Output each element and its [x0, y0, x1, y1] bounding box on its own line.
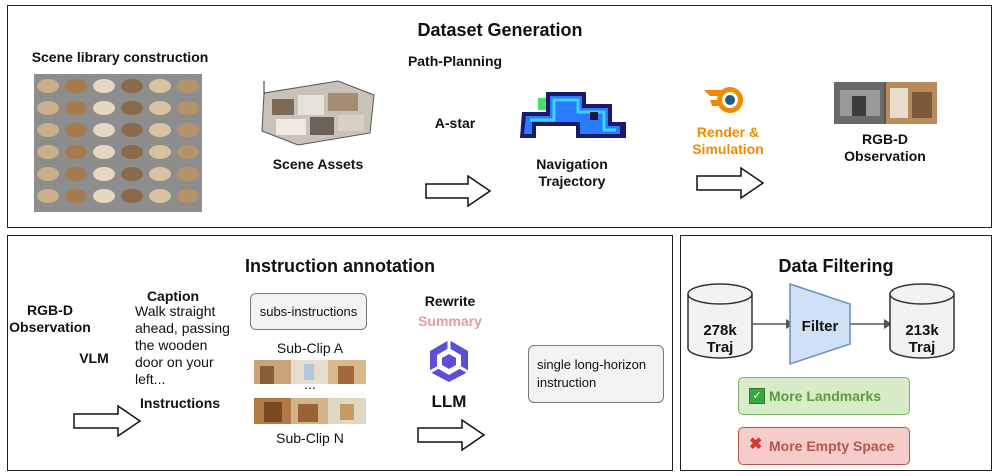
scene-thumbnail: [65, 79, 87, 93]
cross-icon: ✖: [749, 436, 763, 453]
scene-thumbnail: [177, 145, 199, 159]
scene-thumbnail: [177, 79, 199, 93]
scene-thumbnail: [93, 79, 115, 93]
sub-clip-a-frames: [254, 360, 366, 384]
scene-thumbnail: [65, 101, 87, 115]
vlm-label: VLM: [79, 350, 109, 366]
scene-thumbnail: [37, 167, 59, 181]
render-simulation-label: Render & Simulation: [692, 124, 764, 157]
arrow-to-long-horizon: [417, 418, 486, 452]
scene-thumbnail: [93, 123, 115, 137]
more-empty-space-label: More Empty Space: [769, 438, 895, 454]
scene-thumbnail: [37, 145, 59, 159]
rewrite-label: Rewrite: [424, 293, 476, 309]
scene-thumbnail: [149, 79, 171, 93]
scene-thumbnail: [177, 189, 199, 203]
arrow-to-astar: [425, 174, 492, 208]
more-landmarks-label: More Landmarks: [769, 388, 882, 404]
scene-thumbnail: [149, 123, 171, 137]
scene-library-image: [34, 74, 202, 212]
astar-label: A-star: [434, 115, 476, 131]
instructions-label: Instructions: [139, 395, 221, 411]
dataset-generation-title: Dataset Generation: [417, 20, 583, 40]
arrow-to-output: [850, 319, 892, 329]
sub-clip-a-label: Sub-Clip A: [276, 340, 344, 356]
long-horizon-text: single long-horizon instruction: [537, 357, 647, 390]
output-count-label: 213k Traj: [905, 322, 939, 356]
scene-thumbnail: [93, 145, 115, 159]
scene-thumbnail: [177, 167, 199, 181]
scene-library-grid: [37, 79, 199, 203]
scene-thumbnail: [121, 189, 143, 203]
scene-thumbnail: [149, 145, 171, 159]
scene-thumbnail: [149, 189, 171, 203]
rgbd-observation-image: [834, 82, 937, 124]
summary-label: Summary: [418, 313, 482, 329]
scene-thumbnail: [121, 101, 143, 115]
caption-label: Caption: [146, 288, 200, 304]
llm-label: LLM: [431, 392, 467, 411]
scene-thumbnail: [121, 167, 143, 181]
instruction-annotation-title: Instruction annotation: [245, 256, 435, 276]
rgbd-observation-label: RGB-D Observation: [844, 131, 926, 164]
arrow-to-instructions: [73, 404, 142, 438]
check-icon: ✓: [749, 388, 765, 404]
scene-thumbnail: [37, 189, 59, 203]
output-database-icon: [889, 283, 955, 359]
input-database-icon: [687, 283, 753, 359]
scene-thumbnail: [65, 189, 87, 203]
input-count-label: 278k Traj: [703, 322, 737, 356]
scene-assets-label: Scene Assets: [272, 156, 364, 172]
subs-instructions-text: subs-instructions: [259, 304, 358, 319]
sub-clip-ellipsis: ...: [304, 376, 316, 392]
scene-library-label: Scene library construction: [31, 49, 209, 65]
scene-thumbnail: [37, 101, 59, 115]
instruction-rgbd-label: RGB-D Observation: [9, 302, 91, 335]
scene-thumbnail: [65, 167, 87, 181]
scene-thumbnail: [37, 123, 59, 137]
scene-thumbnail: [121, 123, 143, 137]
sub-clip-n-label: Sub-Clip N: [276, 430, 344, 446]
scene-thumbnail: [65, 123, 87, 137]
sub-clip-n-frames: [254, 398, 366, 424]
more-landmarks-badge: ✓ More Landmarks: [738, 377, 910, 415]
scene-thumbnail: [149, 101, 171, 115]
more-empty-space-badge: ✖ More Empty Space: [738, 427, 910, 465]
llm-logo-icon: [426, 338, 472, 384]
data-filtering-title: Data Filtering: [778, 256, 894, 276]
scene-thumbnail: [121, 145, 143, 159]
filter-label: Filter: [801, 318, 839, 335]
scene-thumbnail: [93, 101, 115, 115]
blender-icon: [700, 80, 750, 116]
scene-thumbnail: [177, 123, 199, 137]
navigation-trajectory-label: Navigation Trajectory: [536, 156, 608, 189]
subs-instructions-box: subs-instructions: [250, 293, 367, 330]
long-horizon-box: single long-horizon instruction: [528, 345, 664, 403]
scene-thumbnail: [93, 189, 115, 203]
scene-assets-image: [258, 75, 378, 147]
scene-thumbnail: [93, 167, 115, 181]
scene-thumbnail: [149, 167, 171, 181]
arrow-to-render: [696, 166, 765, 200]
path-planning-label: Path-Planning: [407, 53, 503, 69]
filter-funnel: [789, 282, 851, 366]
scene-thumbnail: [121, 79, 143, 93]
scene-thumbnail: [65, 145, 87, 159]
caption-text: Walk straight ahead, passing the wooden …: [135, 303, 230, 387]
scene-thumbnail: [37, 79, 59, 93]
navigation-trajectory-map: [516, 82, 630, 144]
scene-thumbnail: [177, 101, 199, 115]
